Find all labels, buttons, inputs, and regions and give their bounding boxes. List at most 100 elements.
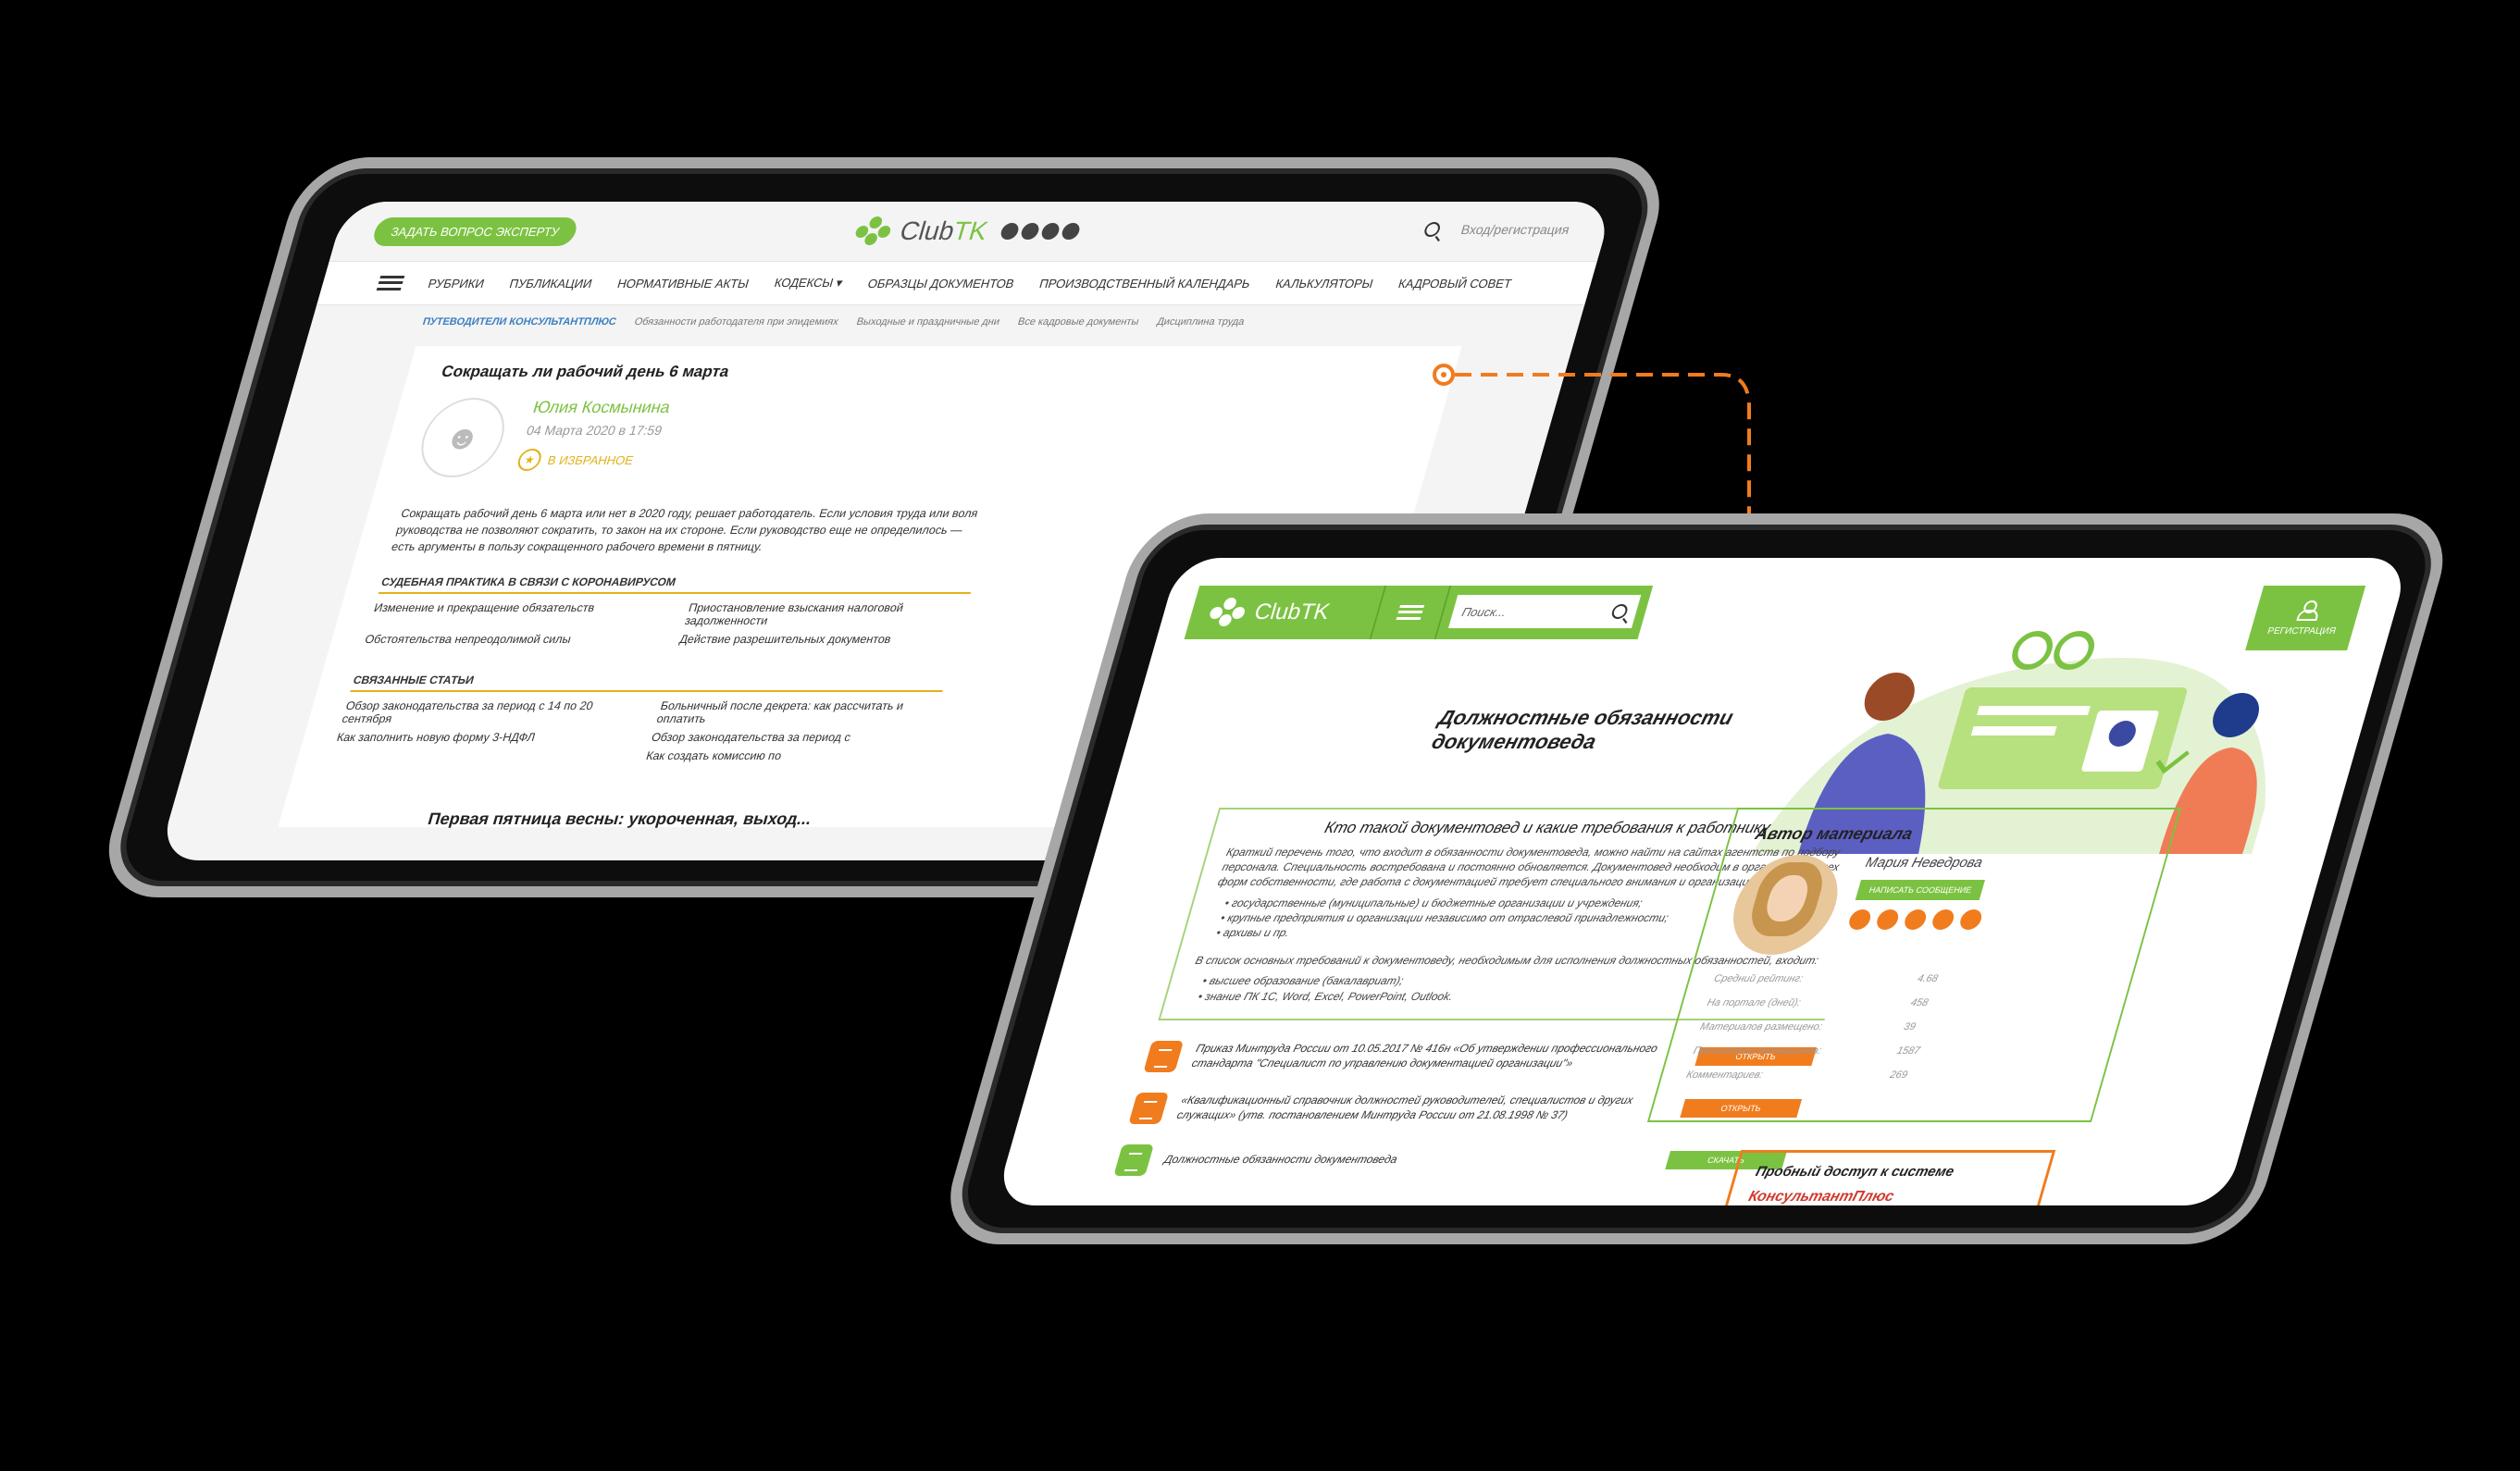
section-heading: СВЯЗАННЫЕ СТАТЬИ bbox=[350, 674, 948, 693]
old-site-topbar: ЗАДАТЬ ВОПРОС ЭКСПЕРТУ ClubTK Вход/регис… bbox=[329, 202, 1615, 261]
related-link[interactable]: Действие разрешительных документов bbox=[677, 633, 893, 647]
old-sub-nav: ПУТЕВОДИТЕЛИ КОНСУЛЬТАНТПЛЮС Обязанности… bbox=[307, 305, 1584, 339]
related-link[interactable]: Как заполнить новую форму 3-НДФЛ bbox=[335, 731, 537, 745]
nav-item[interactable]: КОДЕКСЫ ▾ bbox=[773, 276, 845, 290]
old-site-logo[interactable]: ClubTK bbox=[851, 216, 1084, 246]
author-avatar[interactable] bbox=[1720, 855, 1850, 955]
facebook-icon[interactable] bbox=[1846, 909, 1873, 930]
twitter-icon[interactable] bbox=[1930, 909, 1956, 930]
new-site-logo[interactable]: ClubTK bbox=[1184, 586, 1385, 639]
people-logo-icon bbox=[1206, 598, 1251, 627]
ask-expert-button[interactable]: ЗАДАТЬ ВОПРОС ЭКСПЕРТУ bbox=[370, 216, 580, 246]
nav-item[interactable]: РУБРИКИ bbox=[426, 276, 487, 290]
document-title: «Квалификационный справочник должностей … bbox=[1175, 1094, 1635, 1121]
new-tablet-device: ClubTK Поиск... РЕГИСТРАЦИЯ Должностные … bbox=[935, 513, 2459, 1244]
nav-item[interactable]: ПУБЛИКАЦИИ bbox=[507, 276, 594, 290]
login-link[interactable]: Вход/регистрация bbox=[1459, 222, 1571, 237]
old-header-right: Вход/регистрация bbox=[1421, 222, 1571, 237]
user-icon bbox=[2296, 600, 2318, 621]
avatar-placeholder-icon: ☻ bbox=[411, 398, 515, 477]
subnav-item[interactable]: ПУТЕВОДИТЕЛИ КОНСУЛЬТАНТПЛЮС bbox=[421, 316, 618, 328]
hero-woman-body bbox=[2159, 748, 2257, 854]
subnav-item[interactable]: Обязанности работодателя при эпидемиях bbox=[632, 316, 840, 328]
document-title: Должностные обязанности документоведа bbox=[1162, 1152, 1399, 1166]
old-main-nav: РУБРИКИ ПУБЛИКАЦИИ НОРМАТИВНЫЕ АКТЫ КОДЕ… bbox=[317, 261, 1597, 305]
related-link[interactable]: Как создать комиссию по bbox=[644, 749, 784, 763]
related-link[interactable]: Приостановление взыскания налоговой задо… bbox=[683, 601, 905, 628]
menu-icon[interactable] bbox=[376, 276, 405, 290]
related-link[interactable]: Больничный после декрета: как рассчитать… bbox=[654, 699, 906, 726]
hero-ring-icon bbox=[2054, 631, 2094, 670]
hero-man-body bbox=[1798, 734, 1926, 854]
favorites-label: В ИЗБРАННОЕ bbox=[546, 452, 636, 467]
download-document-icon bbox=[1113, 1143, 1155, 1176]
facebook-icon[interactable] bbox=[999, 223, 1022, 240]
consultant-plus-logo: КонсультантПлюс bbox=[1746, 1189, 1896, 1205]
search-input[interactable]: Поиск... bbox=[1447, 595, 1642, 628]
hero-line bbox=[1970, 726, 2057, 736]
subnav-item[interactable]: Выходные и праздничные дни bbox=[854, 316, 1001, 328]
related-link[interactable] bbox=[329, 749, 611, 762]
hero-profile-head bbox=[2108, 721, 2136, 747]
stat-row: Комментариев:269 bbox=[1684, 1069, 1909, 1081]
logo-text: ClubTK bbox=[896, 216, 992, 245]
vk-icon[interactable] bbox=[1874, 909, 1901, 930]
menu-icon bbox=[1396, 605, 1425, 620]
nav-item[interactable]: КАЛЬКУЛЯТОРЫ bbox=[1273, 276, 1375, 290]
nav-item[interactable]: КАДРОВЫЙ СОВЕТ bbox=[1397, 276, 1514, 290]
publish-date: 04 Марта 2020 в 17:59 bbox=[525, 423, 664, 438]
author-name[interactable]: Юлия Космынина bbox=[530, 398, 673, 416]
section-links: Обзор законодательства за период с 14 по… bbox=[329, 699, 939, 762]
new-site-header: ClubTK Поиск... bbox=[1184, 586, 1654, 639]
hero-checkmark-icon bbox=[2155, 750, 2190, 774]
ok-icon[interactable] bbox=[1902, 909, 1929, 930]
related-link[interactable]: Обзор законодательства за период с 14 по… bbox=[340, 699, 595, 726]
related-link[interactable]: Обстоятельства непреодолимой силы bbox=[363, 633, 573, 647]
document-icon bbox=[1128, 1092, 1170, 1124]
section-links: Изменение и прекращение обязательств При… bbox=[363, 601, 968, 646]
hero-man-head bbox=[1864, 673, 1915, 721]
subnav-item[interactable]: Дисциплина труда bbox=[1155, 316, 1247, 328]
section-heading: СУДЕБНАЯ ПРАКТИКА В СВЯЗИ С КОРОНАВИРУСО… bbox=[378, 575, 976, 595]
author-block: ☻ Юлия Космынина 04 Марта 2020 в 17:59 ★… bbox=[411, 398, 1414, 477]
related-link[interactable]: Изменение и прекращение обязательств bbox=[372, 601, 597, 615]
document-icon bbox=[1143, 1040, 1185, 1072]
trial-access-box[interactable]: Пробный доступ к системе КонсультантПлюс bbox=[1719, 1150, 2056, 1205]
new-site-screen: ClubTK Поиск... РЕГИСТРАЦИЯ Должностные … bbox=[994, 558, 2411, 1205]
author-info: Мария Неведрова НАПИСАТЬ СООБЩЕНИЕ bbox=[1720, 855, 2142, 955]
ok-icon[interactable] bbox=[1039, 223, 1062, 240]
next-article-title[interactable]: Первая пятница весны: укороченная, выход… bbox=[426, 810, 814, 828]
search-bar: Поиск... bbox=[1434, 586, 1654, 639]
social-links bbox=[999, 223, 1083, 240]
stat-row: Средний рейтинг:4.68 bbox=[1712, 973, 1940, 984]
author-name[interactable]: Мария Неведрова bbox=[1863, 855, 1985, 871]
nav-item[interactable]: ПРОИЗВОДСТВЕННЫЙ КАЛЕНДАРЬ bbox=[1037, 276, 1253, 290]
search-icon[interactable] bbox=[1609, 604, 1630, 619]
logo-text: ClubTK bbox=[1251, 600, 1333, 624]
author-social-links bbox=[1846, 909, 1984, 930]
stat-row: На портале (дней):458 bbox=[1706, 997, 1930, 1008]
hero-woman-head bbox=[2213, 693, 2259, 737]
vk-icon[interactable] bbox=[1019, 223, 1042, 240]
nav-item[interactable]: НОРМАТИВНЫЕ АКТЫ bbox=[615, 276, 751, 290]
search-icon[interactable] bbox=[1421, 222, 1442, 237]
stat-row: Просмотров материалов:1587 bbox=[1692, 1045, 1922, 1057]
nav-item[interactable]: ОБРАЗЦЫ ДОКУМЕНТОВ bbox=[866, 276, 1016, 290]
related-link[interactable]: Обзор законодательства за период с bbox=[650, 731, 852, 745]
author-panel-title: Автор материала bbox=[1753, 824, 1916, 843]
people-logo-icon bbox=[851, 216, 897, 246]
star-icon: ★ bbox=[515, 449, 544, 471]
search-placeholder: Поиск... bbox=[1459, 604, 1508, 619]
page-title: Должностные обязанности документоведа bbox=[1429, 706, 1736, 754]
subnav-item[interactable]: Все кадровые документы bbox=[1016, 316, 1141, 328]
telegram-icon[interactable] bbox=[1957, 909, 1984, 930]
telegram-icon[interactable] bbox=[1060, 223, 1083, 240]
write-message-button[interactable]: НАПИСАТЬ СООБЩЕНИЕ bbox=[1855, 880, 1986, 900]
trial-title: Пробный доступ к системе bbox=[1754, 1164, 1956, 1180]
hero-line bbox=[1977, 706, 2091, 715]
document-row: Должностные обязанности документоведа СК… bbox=[1113, 1143, 1789, 1176]
author-panel: Автор материала Мария Неведрова НАПИСАТЬ… bbox=[1646, 808, 2182, 1122]
hero-illustration bbox=[1752, 631, 2266, 854]
add-to-favorites[interactable]: ★ В ИЗБРАННОЕ bbox=[515, 449, 658, 471]
document-title: Приказ Минтруда России от 10.05.2017 № 4… bbox=[1190, 1042, 1659, 1069]
